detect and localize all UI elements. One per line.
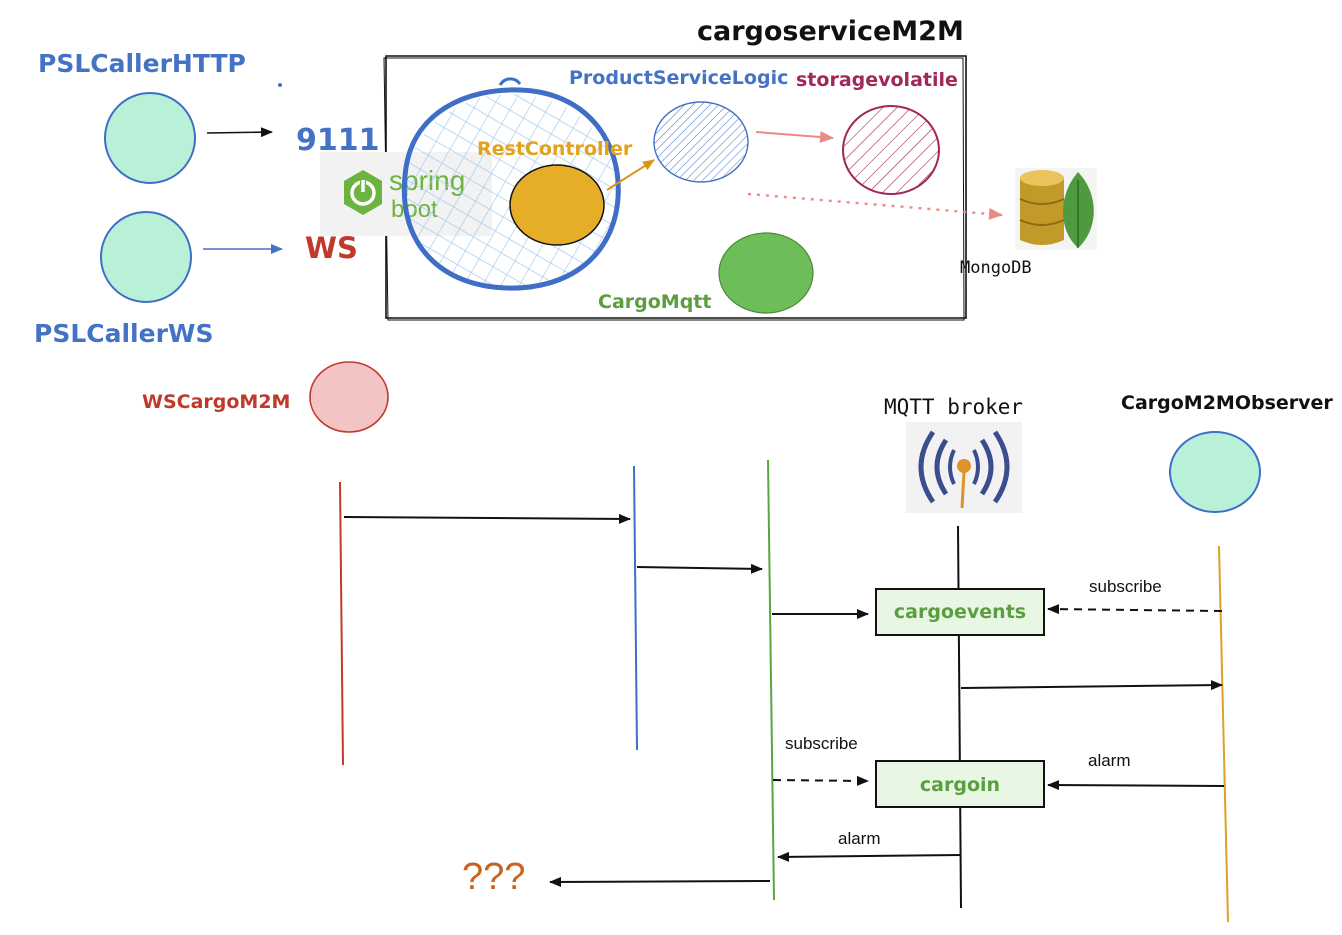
ws-cargo-m2m-label: WSCargoM2M xyxy=(142,391,290,413)
caller-http-node[interactable] xyxy=(104,92,196,184)
lifeline-observer xyxy=(1218,545,1229,923)
msg-cargomqtt-to-unknown xyxy=(549,876,771,887)
topic-cargoevents-label: cargoevents xyxy=(894,601,1026,623)
unknown-recipient-label: ??? xyxy=(462,856,525,898)
cargo-mqtt-label: CargoMqtt xyxy=(598,291,711,313)
lifeline-mqtt-broker xyxy=(957,525,962,909)
caller-http-label: PSLCallerHTTP xyxy=(38,49,246,78)
product-service-logic-node[interactable] xyxy=(653,101,749,183)
spring-power-icon xyxy=(344,170,382,215)
rest-controller-label: RestController xyxy=(477,138,633,160)
ws-cargo-m2m-node[interactable] xyxy=(309,361,389,433)
database-leaf-icon xyxy=(1015,168,1097,250)
msg-ws-to-logic xyxy=(343,513,631,524)
ws-label: WS xyxy=(305,231,358,265)
lifeline-ws-cargo-m2m xyxy=(339,481,344,766)
storage-volatile-node[interactable] xyxy=(842,105,940,195)
cargo-mqtt-node[interactable] xyxy=(718,232,814,314)
logic-to-storage-arrow xyxy=(755,131,834,143)
msg-observer-subscribe-label: subscribe xyxy=(1089,577,1162,596)
observer-node[interactable] xyxy=(1169,431,1261,513)
lifeline-cargo-mqtt xyxy=(767,459,775,901)
msg-cargomqtt-subscribe-label: subscribe xyxy=(785,734,858,753)
http-arrow xyxy=(206,127,273,138)
msg-cargomqtt-subscribe xyxy=(772,775,869,786)
mongodb-label: MongoDB xyxy=(960,258,1032,278)
broadcast-icon xyxy=(906,422,1022,513)
lifeline-product-service xyxy=(633,465,638,751)
msg-observer-alarm-label: alarm xyxy=(1088,751,1131,770)
topic-cargoevents-box[interactable] xyxy=(875,588,1045,636)
rest-controller-node[interactable] xyxy=(509,164,605,246)
msg-broker-alarm xyxy=(777,851,961,862)
caller-ws-label: PSLCallerWS xyxy=(34,319,213,348)
mqtt-broker-label: MQTT broker xyxy=(884,395,1023,419)
system-title: cargoserviceM2M xyxy=(697,16,964,47)
rest-to-logic-arrow xyxy=(606,159,655,191)
topic-cargoin-box[interactable] xyxy=(875,760,1045,808)
msg-observer-alarm xyxy=(1047,780,1225,791)
product-service-logic-label: ProductServiceLogic xyxy=(569,67,788,89)
topic-cargoin-label: cargoin xyxy=(920,774,1000,796)
logic-to-mongodb-arrow xyxy=(747,192,1003,220)
msg-observer-subscribe xyxy=(1047,604,1223,615)
storage-volatile-label: storagevolatile xyxy=(796,69,958,91)
observer-label: CargoM2MObserver xyxy=(1121,392,1333,414)
msg-logic-to-cargomqtt xyxy=(636,563,763,574)
dot-marker xyxy=(278,83,282,87)
msg-broker-alarm-label: alarm xyxy=(838,829,881,848)
caller-ws-node[interactable] xyxy=(100,211,192,303)
msg-broker-to-observer xyxy=(960,680,1223,691)
